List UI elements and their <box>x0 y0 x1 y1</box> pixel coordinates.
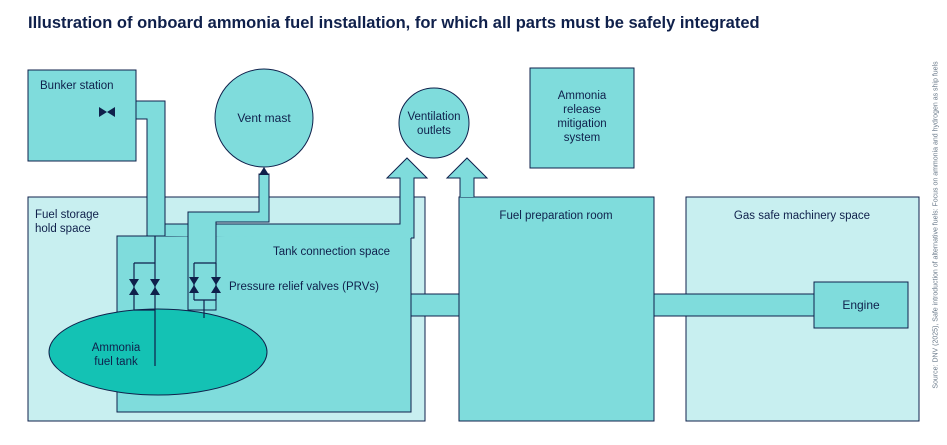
label-fuel-tank-1: Ammonia <box>92 342 141 354</box>
label-vent-mast: Vent mast <box>237 111 291 125</box>
pipe-fuel-prep-to-engine <box>653 293 817 317</box>
pipe-tcs-to-fuel-prep <box>409 293 461 317</box>
label-gas-safe-machinery-space: Gas safe machinery space <box>734 210 870 222</box>
ammonia-release-mitigation-system <box>529 67 635 169</box>
source-note: Source: DNV (2025), Safe introduction of… <box>932 61 940 389</box>
prv-valve-left-icon <box>189 277 199 293</box>
label-fuel-preparation-room: Fuel preparation room <box>499 210 612 222</box>
ammonia-fuel-tank <box>48 308 268 396</box>
label-ventilation-outlets-1: Ventilation <box>407 111 460 123</box>
label-prvs: Pressure relief valves (PRVs) <box>229 281 379 293</box>
fuel-preparation-room <box>458 196 655 422</box>
label-engine: Engine <box>842 298 880 312</box>
prv-valve-right-icon <box>211 277 221 293</box>
bunker-valve-icon <box>99 107 115 117</box>
label-mitigation-2: release <box>563 104 601 116</box>
vent-mast-arrow-icon <box>259 167 269 175</box>
label-mitigation-4: system <box>564 132 600 144</box>
label-mitigation-1: Ammonia <box>558 90 607 102</box>
label-fuel-storage-1: Fuel storage <box>35 209 99 221</box>
tank-valve-left-icon <box>129 279 139 295</box>
label-tank-connection-space: Tank connection space <box>273 246 390 258</box>
label-fuel-tank-2: fuel tank <box>94 356 138 368</box>
ventilation-duct-right <box>445 157 489 197</box>
ventilation-outlets <box>398 87 470 159</box>
bunker-pipe <box>135 100 166 237</box>
bunker-station <box>27 69 137 162</box>
label-mitigation-3: mitigation <box>557 118 606 130</box>
label-fuel-storage-2: hold space <box>35 223 91 235</box>
label-bunker-station: Bunker station <box>40 80 114 92</box>
prv-pipe-lines <box>193 262 217 318</box>
diagram-title: Illustration of onboard ammonia fuel ins… <box>28 14 760 32</box>
tank-valve-right-icon <box>150 279 160 295</box>
label-ventilation-outlets-2: outlets <box>417 125 451 137</box>
engine <box>813 281 909 329</box>
